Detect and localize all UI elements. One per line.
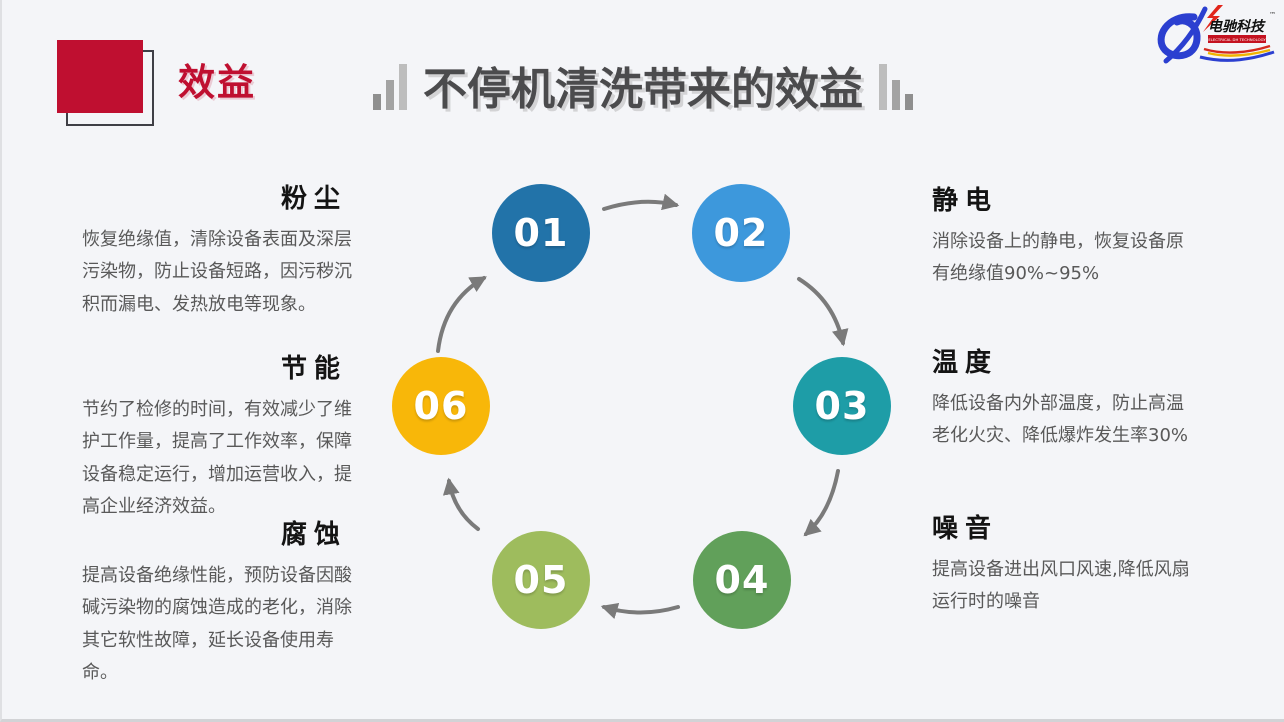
- benefit-block-static: 静电 消除设备上的静电，恢复设备原有绝缘值90%~95%: [932, 180, 1194, 291]
- step-number: 05: [513, 558, 569, 602]
- brand-logo: 电驰科技 ™ ELECTRICAL DH TECHNOLOGY: [1152, 4, 1280, 66]
- step-number: 06: [413, 384, 469, 428]
- diagram-step-circle-03: 03: [793, 357, 891, 455]
- diagram-step-circle-05: 05: [492, 531, 590, 629]
- bar-chart-icon-right: [879, 64, 913, 116]
- benefit-body: 消除设备上的静电，恢复设备原有绝缘值90%~95%: [932, 231, 1184, 285]
- benefit-title: 静电: [932, 186, 999, 216]
- arrow-01-02: [602, 193, 680, 211]
- arrow-02-03: [797, 277, 849, 347]
- benefit-block-corrosion: 腐蚀 提高设备绝缘性能，预防设备因酸碱污染物的腐蚀造成的老化，消除其它软性故障，…: [65, 514, 357, 690]
- step-number: 03: [814, 384, 870, 428]
- logo-stripe-red: [1203, 44, 1271, 54]
- diagram-step-circle-04: 04: [693, 531, 791, 629]
- benefit-title: 节能: [280, 354, 347, 384]
- bar-chart-icon-left: [373, 64, 407, 116]
- arrow-03-04: [803, 469, 840, 537]
- accent-square: [57, 40, 143, 113]
- arrow-04-05: [600, 602, 680, 619]
- logo-banner: [1208, 35, 1266, 43]
- benefit-title: 温度: [932, 348, 999, 378]
- lightning-bolt-icon: [1203, 5, 1223, 32]
- benefit-title: 噪音: [932, 514, 999, 544]
- step-number: 04: [714, 558, 770, 602]
- arrow-06-01: [436, 276, 487, 353]
- benefit-title: 粉尘: [280, 184, 347, 214]
- logo-tagline: ELECTRICAL DH TECHNOLOGY: [1208, 37, 1266, 42]
- section-label: 效益: [178, 61, 256, 104]
- benefit-block-energy: 节能 节约了检修的时间，有效减少了维护工作量，提高了工作效率，保障设备稳定运行，…: [65, 348, 357, 524]
- logo-stripe-yellow: [1207, 48, 1271, 57]
- arrow-05-06: [442, 477, 480, 531]
- benefit-body: 恢复绝缘值，清除设备表面及深层污染物，防止设备短路，因污秽沉积而漏电、发热放电等…: [82, 229, 352, 315]
- benefit-block-dust: 粉尘 恢复绝缘值，清除设备表面及深层污染物，防止设备短路，因污秽沉积而漏电、发热…: [65, 178, 357, 321]
- step-number: 01: [513, 211, 569, 255]
- benefit-body: 提高设备绝缘性能，预防设备因酸碱污染物的腐蚀造成的老化，消除其它软性故障，延长设…: [82, 565, 352, 684]
- diagram-step-circle-02: 02: [692, 184, 790, 282]
- logo-text: 电驰科技: [1208, 18, 1266, 35]
- benefit-body: 节约了检修的时间，有效减少了维护工作量，提高了工作效率，保障设备稳定运行，增加运…: [82, 399, 352, 518]
- logo-tm: ™: [1269, 11, 1276, 19]
- benefit-title: 腐蚀: [280, 520, 347, 550]
- logo-stripe-blue: [1199, 50, 1275, 62]
- title-row: 不停机清洗带来的效益: [2, 64, 1284, 116]
- benefit-block-noise: 噪音 提高设备进出风口风速,降低风扇运行时的噪音: [932, 508, 1194, 619]
- benefit-block-temperature: 温度 降低设备内外部温度，防止高温老化火灾、降低爆炸发生率30%: [932, 342, 1194, 453]
- benefit-body: 降低设备内外部温度，防止高温老化火灾、降低爆炸发生率30%: [932, 393, 1189, 447]
- benefit-body: 提高设备进出风口风速,降低风扇运行时的噪音: [932, 559, 1190, 613]
- logo-swoosh-d: [1157, 13, 1201, 60]
- page-title: 不停机清洗带来的效益: [423, 64, 863, 116]
- logo-slash: [1163, 6, 1208, 64]
- step-number: 02: [713, 211, 769, 255]
- diagram-step-circle-06: 06: [392, 357, 490, 455]
- diagram-step-circle-01: 01: [492, 184, 590, 282]
